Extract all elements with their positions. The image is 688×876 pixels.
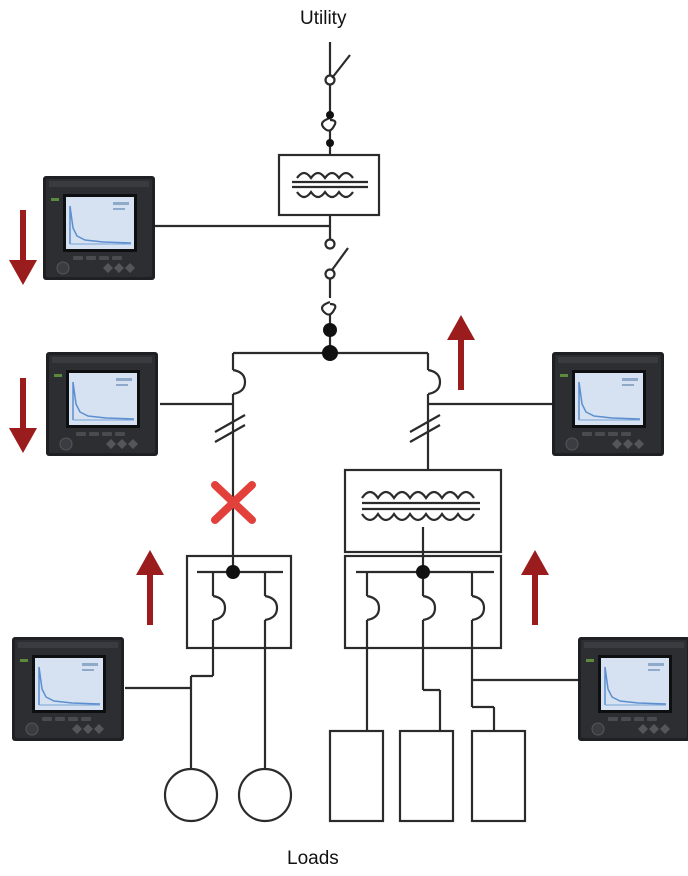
motor-load-2 xyxy=(237,767,293,823)
left-panel-breaker-1 xyxy=(212,594,227,622)
left-feeder-ct-1 xyxy=(214,414,246,433)
second-disconnect-contact xyxy=(324,238,336,250)
junction-dot xyxy=(326,139,334,147)
right-transformer-primary xyxy=(361,490,475,500)
right-panel-breaker-2 xyxy=(422,594,437,622)
left-panel-junction-dot xyxy=(226,565,240,579)
utility-label: Utility xyxy=(300,8,347,29)
junction-dot xyxy=(323,323,337,337)
left-feeder-breaker xyxy=(232,368,247,396)
left-panel-box xyxy=(185,554,293,650)
second-fuse xyxy=(320,300,337,316)
second-disconnect-blade xyxy=(331,247,349,271)
loads-label: Loads xyxy=(287,848,339,869)
main-fuse xyxy=(320,116,337,132)
right-panel-breaker-3 xyxy=(471,594,486,622)
arrow-down-icon xyxy=(9,210,37,285)
power-meter-icon xyxy=(11,636,125,742)
main-transformer-box xyxy=(277,153,381,217)
right-panel-junction-dot xyxy=(416,565,430,579)
junction-dot xyxy=(326,111,334,119)
arrow-up-icon xyxy=(447,315,475,390)
arrows xyxy=(9,210,549,625)
power-meter-icon xyxy=(577,636,688,742)
junctions xyxy=(226,111,430,579)
power-meter-icon xyxy=(551,351,665,457)
one-line-wiring xyxy=(125,42,578,823)
arrow-up-icon xyxy=(136,550,164,625)
right-panel-breaker-1 xyxy=(366,594,381,622)
arrow-up-icon xyxy=(521,550,549,625)
load-box-3 xyxy=(470,729,527,823)
fault-x-icon xyxy=(211,481,256,524)
right-feeder-breaker xyxy=(427,368,442,396)
main-bus-junction-dot xyxy=(322,345,338,361)
load-box-2 xyxy=(398,729,455,823)
arrow-down-icon xyxy=(9,378,37,453)
transformer-primary-coil xyxy=(296,171,354,180)
right-feeder-ct-2 xyxy=(409,424,441,443)
transformer-secondary-coil xyxy=(296,190,354,199)
left-feeder-ct-2 xyxy=(214,424,246,443)
power-meter-icon xyxy=(42,175,156,281)
motor-load-1 xyxy=(163,767,219,823)
left-panel-breaker-2 xyxy=(264,594,279,622)
right-transformer-secondary xyxy=(361,512,475,522)
load-box-1 xyxy=(328,729,385,823)
right-feeder-ct-1 xyxy=(409,414,441,433)
disconnect-switch-blade xyxy=(331,54,351,79)
power-meter-icon xyxy=(45,351,159,457)
